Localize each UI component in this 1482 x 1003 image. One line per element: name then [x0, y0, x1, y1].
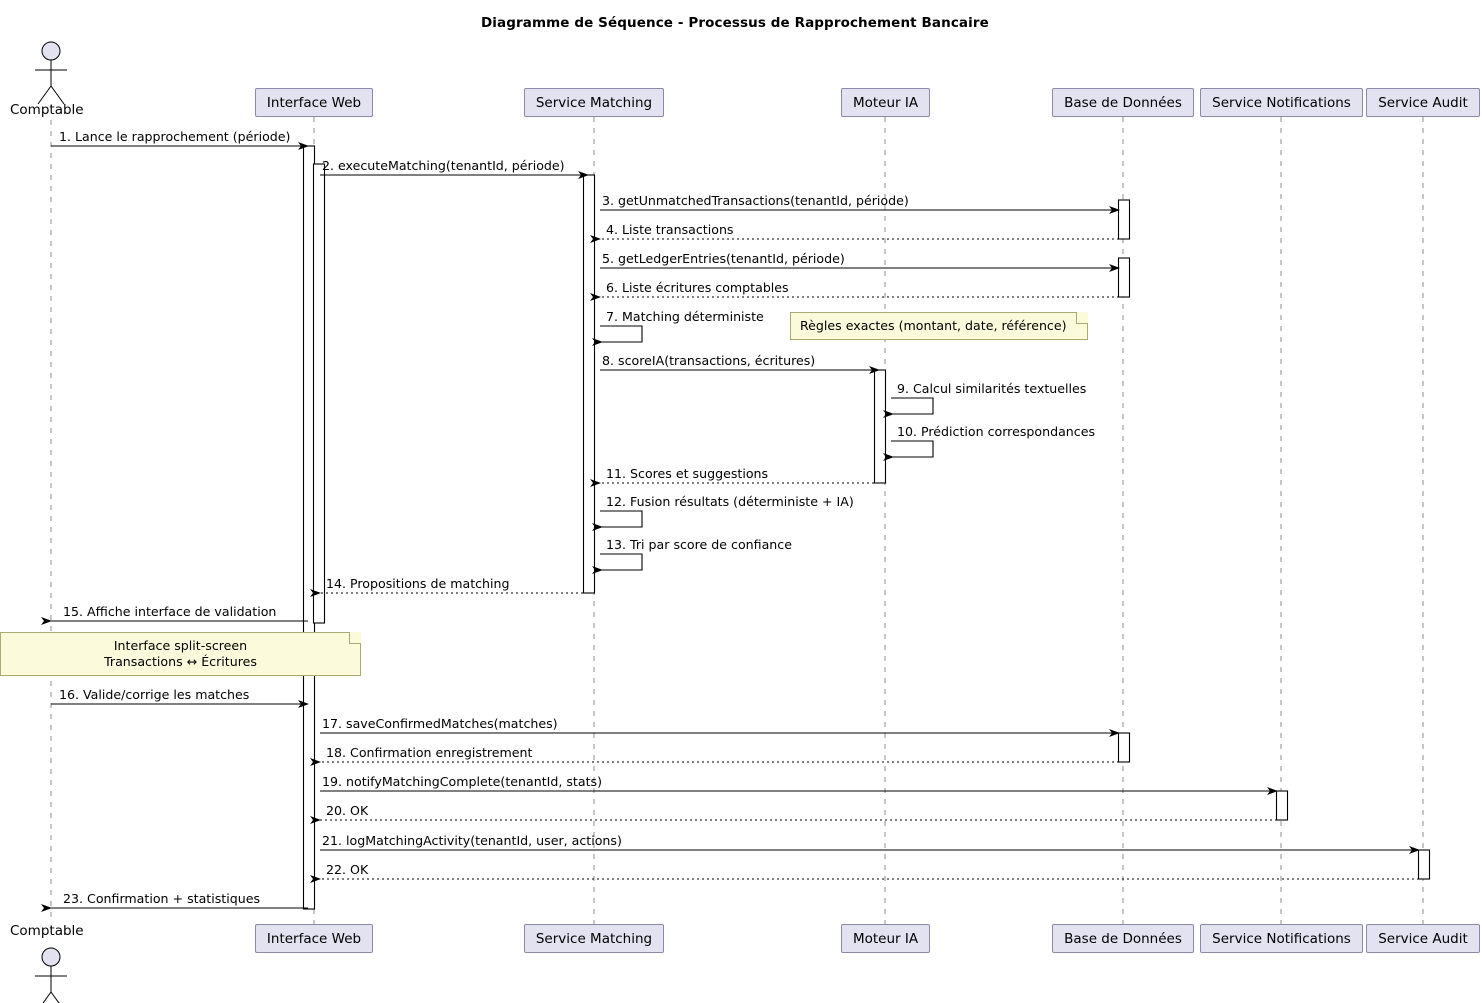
message-label-14: 14. Propositions de matching: [326, 576, 510, 591]
activation-bar-db-4: [1117, 199, 1131, 240]
participant-db-bottom[interactable]: Base de Données: [1052, 924, 1194, 953]
message-label-10: 10. Prédiction correspondances: [897, 424, 1096, 439]
message-self-10: [883, 440, 934, 461]
participant-web-bottom[interactable]: Interface Web: [255, 924, 373, 953]
message-self-9: [883, 397, 934, 418]
message-arrows-group: [41, 142, 1420, 912]
page-title: Diagramme de Séquence - Processus de Rap…: [481, 15, 989, 31]
activation-bar-db-5: [1117, 257, 1131, 298]
message-label-8: 8. scoreIA(transactions, écritures): [602, 353, 816, 368]
message-label-22: 22. OK: [326, 862, 369, 877]
activation-bar-ia-3: [873, 369, 887, 484]
participant-matching-top[interactable]: Service Matching: [524, 88, 664, 117]
message-label-7: 7. Matching déterministe: [606, 309, 764, 324]
activation-bar-db-6: [1117, 732, 1131, 763]
actor-leg-left: [42, 991, 52, 1003]
message-label-19: 19. notifyMatchingComplete(tenantId, sta…: [322, 774, 602, 789]
message-label-12: 12. Fusion résultats (déterministe + IA): [606, 494, 854, 509]
note-regles-line-0: Règles exactes (montant, date, référence…: [800, 318, 1067, 333]
note-split-line-1: Transactions ↔ Écritures: [104, 654, 257, 670]
participant-web-top[interactable]: Interface Web: [255, 88, 373, 117]
note-split-fold-corner-icon: [349, 632, 361, 644]
message-label-16: 16. Valide/corrige les matches: [59, 687, 250, 702]
actor-head-icon: [41, 41, 61, 61]
message-label-13: 13. Tri par score de confiance: [606, 537, 792, 552]
actor-figure-actor-top: [35, 41, 67, 105]
actor-figure-actor-bottom: [35, 947, 67, 1003]
message-label-2: 2. executeMatching(tenantId, période): [322, 158, 565, 173]
activation-bars-group: [302, 145, 1431, 910]
participant-audit-bottom[interactable]: Service Audit: [1366, 924, 1480, 953]
note-regles: Règles exactes (montant, date, référence…: [790, 312, 1088, 341]
actor-label-top: Comptable: [10, 102, 84, 118]
message-self-7: [592, 325, 643, 346]
message-label-1: 1. Lance le rapprochement (période): [59, 129, 291, 144]
actor-leg-left: [37, 85, 52, 105]
message-self-12: [592, 510, 643, 531]
lifelines-group: [50, 117, 1424, 924]
activation-bar-notif-7: [1275, 790, 1289, 821]
activation-bar-web-1: [312, 163, 326, 624]
message-label-17: 17. saveConfirmedMatches(matches): [322, 716, 558, 731]
participant-ia-top[interactable]: Moteur IA: [841, 88, 930, 117]
message-label-9: 9. Calcul similarités textuelles: [897, 381, 1087, 396]
participant-notif-bottom[interactable]: Service Notifications: [1200, 924, 1363, 953]
participant-notif-top[interactable]: Service Notifications: [1200, 88, 1363, 117]
message-label-18: 18. Confirmation enregistrement: [326, 745, 533, 760]
message-label-15: 15. Affiche interface de validation: [63, 604, 277, 619]
actor-leg-right: [50, 85, 65, 105]
message-label-5: 5. getLedgerEntries(tenantId, période): [602, 251, 845, 266]
message-label-20: 20. OK: [326, 803, 369, 818]
activation-bar-audit-8: [1417, 849, 1431, 880]
actor-label-bottom: Comptable: [10, 923, 84, 939]
message-self-13: [592, 553, 643, 574]
actor-figures-group: [35, 41, 67, 1003]
participant-matching-bottom[interactable]: Service Matching: [524, 924, 664, 953]
message-label-4: 4. Liste transactions: [606, 222, 734, 237]
activation-bar-matching-2: [582, 174, 596, 594]
participant-audit-top[interactable]: Service Audit: [1366, 88, 1480, 117]
note-regles-fold-corner-icon: [1076, 312, 1088, 324]
activation-bar-web-0: [302, 145, 316, 910]
message-label-21: 21. logMatchingActivity(tenantId, user, …: [322, 833, 622, 848]
actor-head-icon: [41, 947, 61, 967]
message-label-3: 3. getUnmatchedTransactions(tenantId, pé…: [602, 193, 909, 208]
message-label-11: 11. Scores et suggestions: [606, 466, 769, 481]
participant-ia-bottom[interactable]: Moteur IA: [841, 924, 930, 953]
note-split-line-0: Interface split-screen: [113, 638, 248, 653]
participant-db-top[interactable]: Base de Données: [1052, 88, 1194, 117]
message-label-6: 6. Liste écritures comptables: [606, 280, 789, 295]
actor-leg-right: [50, 991, 60, 1003]
message-label-23: 23. Confirmation + statistiques: [63, 891, 261, 906]
